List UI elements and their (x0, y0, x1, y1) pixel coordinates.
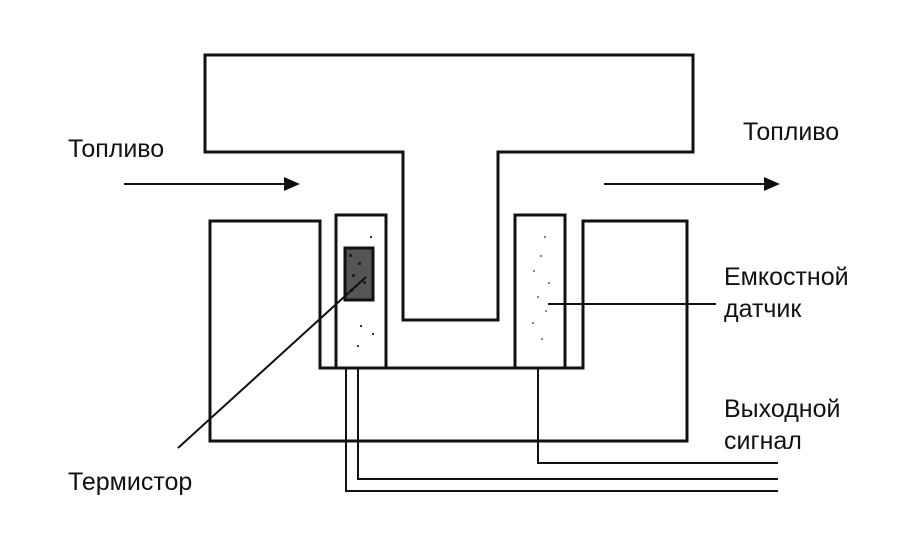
signal-wires (345, 368, 778, 492)
output-signal-label-line2: сигнал (724, 427, 802, 455)
fuel-in-label: Топливо (68, 135, 164, 163)
thermistor-label: Термистор (68, 468, 192, 496)
sensor-body (208, 219, 689, 443)
fuel-out-label: Топливо (743, 118, 839, 146)
capacitive-sensor-label-line1: Емкостной (724, 263, 849, 291)
capacitive-sensor-label-line2: датчик (724, 295, 802, 323)
capacitive-sensor-plate (513, 213, 567, 370)
fuel-outlet-arrow (604, 177, 780, 191)
output-signal-label-line1: Выходной (724, 395, 840, 423)
thermistor-holder (334, 213, 388, 370)
thermistor-holder-specks (357, 236, 374, 347)
thermistor-leader (177, 276, 367, 449)
capacitive-plate-texture (532, 236, 550, 340)
fuel-inlet-arrow (124, 177, 300, 191)
t-channel-housing (203, 53, 695, 322)
